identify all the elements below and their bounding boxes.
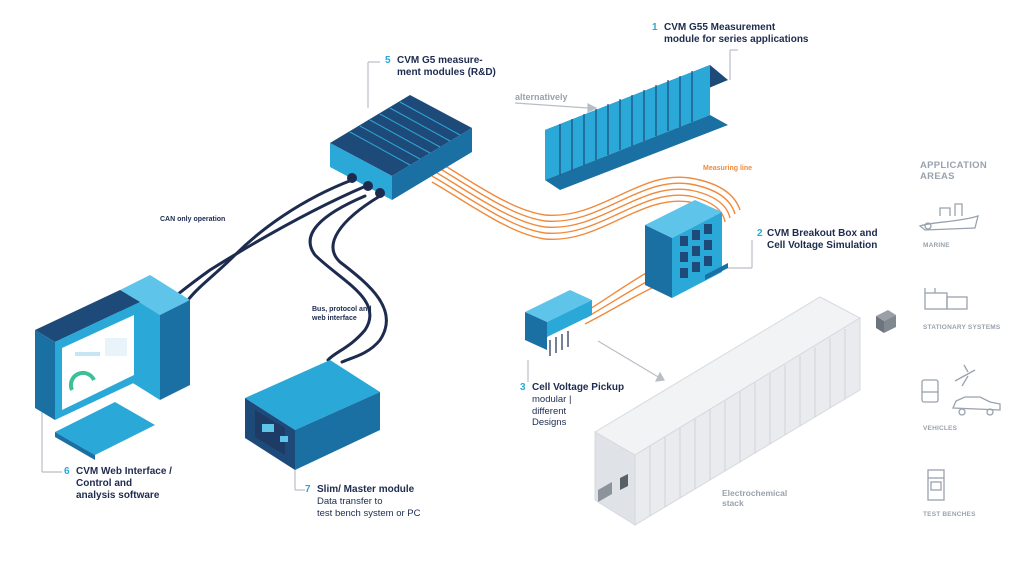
label-web-number: 6 (64, 466, 70, 477)
stationary-system-icon (924, 288, 968, 310)
label-bus: Bus, protocol and web interface (312, 305, 372, 323)
label-g5-line1: CVM G5 measure- (397, 55, 483, 66)
label-breakout-number: 2 (757, 228, 763, 239)
label-pickup-line2: different (532, 405, 567, 417)
label-breakout-line1: CVM Breakout Box and (767, 228, 878, 239)
label-pickup-line1: modular | (532, 394, 572, 405)
application-areas-title-line1: APPLICATION (920, 160, 987, 171)
application-area-vehicles: VEHICLES (923, 425, 958, 432)
label-slim-title: Slim/ Master module (317, 484, 415, 495)
g5-module (330, 95, 472, 200)
vehicles-icon (921, 364, 1001, 416)
cable-g5-to-pc-a (186, 178, 354, 302)
label-breakout-line2: Cell Voltage Simulation (767, 240, 878, 251)
cell-voltage-pickup (525, 290, 592, 356)
label-web-line2: Control and (76, 478, 133, 489)
label-can-only: CAN only operation (160, 216, 226, 223)
label-g5: 5 CVM G5 measure- ment modules (R&D) (385, 55, 505, 79)
label-alternatively: alternatively (515, 92, 568, 102)
label-pickup-line3: Designs (532, 417, 567, 428)
label-slim: 7 Slim/ Master module Data transfer to t… (305, 484, 445, 519)
label-g5-number: 5 (385, 55, 391, 66)
label-stack-line1: Electrochemical (722, 488, 788, 498)
ship-icon (918, 203, 979, 231)
application-icons (918, 203, 1001, 501)
application-area-stationary: STATIONARY SYSTEMS (923, 324, 1001, 331)
slim-master-module (245, 360, 380, 470)
label-web: 6 CVM Web Interface / Control and analys… (64, 466, 204, 502)
label-web-line1: CVM Web Interface / (76, 466, 172, 477)
label-g55: 1 CVM G55 Measurement module for series … (652, 22, 822, 46)
label-g55-line2: module for series applications (664, 34, 809, 45)
label-g55-number: 1 (652, 22, 658, 33)
cable-g5-to-pc-b (158, 184, 368, 312)
test-bench-icon (927, 469, 945, 501)
label-measuring-line: Measuring line (703, 165, 753, 172)
application-area-marine: MARINE (923, 242, 950, 249)
electrochemical-stack (594, 296, 896, 526)
g55-module (545, 65, 728, 190)
application-area-test-benches: TEST BENCHES (923, 511, 976, 518)
label-slim-number: 7 (305, 484, 311, 495)
label-pickup: 3 Cell Voltage Pickup modular | differen… (520, 382, 640, 429)
label-g55-line1: CVM G55 Measurement (664, 22, 776, 33)
grey-arrows (41, 49, 753, 491)
label-g5-line2: ment modules (R&D) (397, 67, 496, 78)
cables (158, 178, 388, 364)
label-pickup-title: Cell Voltage Pickup (532, 382, 625, 393)
label-breakout: 2 CVM Breakout Box and Cell Voltage Simu… (757, 228, 897, 252)
label-slim-line1: Data transfer to (317, 496, 383, 507)
label-stack-line2: stack (722, 498, 744, 508)
label-bus-line1: Bus, protocol and (312, 306, 372, 313)
label-pickup-number: 3 (520, 382, 526, 393)
breakout-box (645, 200, 728, 298)
application-areas-title: APPLICATION AREAS (920, 160, 987, 182)
application-areas-title-line2: AREAS (920, 171, 955, 182)
cable-g5-to-slim-a (308, 194, 372, 362)
label-slim-line2: test bench system or PC (317, 507, 421, 519)
label-web-line3: analysis software (76, 490, 160, 501)
cable-g5-to-slim-b (331, 194, 388, 364)
label-stack: Electrochemical stack (722, 488, 787, 508)
computer (35, 275, 190, 460)
label-bus-line2: web interface (312, 315, 357, 322)
